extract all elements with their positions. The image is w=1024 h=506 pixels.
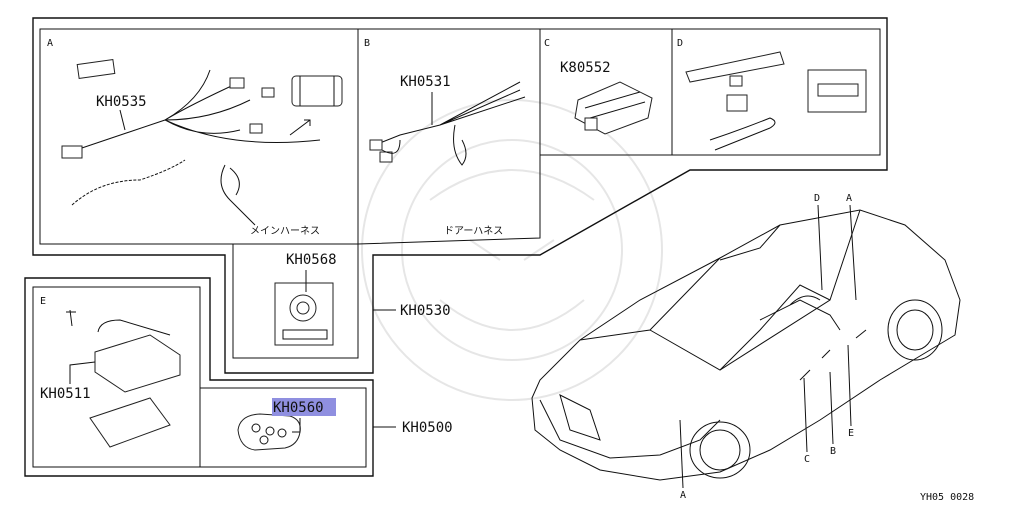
car-label-a-top: A — [846, 193, 852, 204]
watermark — [361, 99, 663, 401]
part-number-kh0511: KH0511 — [40, 386, 91, 402]
leader-car-d — [817, 204, 823, 291]
panel-switch — [232, 243, 359, 359]
car-label-a-bottom: A — [680, 490, 686, 501]
door-harness-caption: ドアーハネス — [444, 225, 503, 237]
part-number-kh0500: KH0500 — [402, 420, 453, 436]
panel-letter-b: B — [364, 38, 370, 49]
car-label-c: C — [804, 454, 810, 465]
panel-e — [32, 286, 201, 468]
panel-a — [39, 28, 359, 245]
remote-key-illustration — [237, 413, 301, 451]
part-number-kh0531: KH0531 — [400, 74, 451, 90]
leader-car-e — [847, 344, 852, 427]
diagram-code: YH05 0028 — [920, 492, 974, 503]
actuator-illustration — [574, 81, 653, 135]
car-label-b: B — [830, 446, 836, 457]
assembly-outline — [32, 17, 888, 374]
panel-letter-e: E — [40, 296, 46, 307]
main-harness-caption: メインハーネス — [250, 225, 320, 237]
car-label-e: E — [848, 428, 854, 439]
part-number-kh0568: KH0568 — [286, 252, 337, 268]
panel-letter-c: C — [544, 38, 550, 49]
leader-car-c — [803, 377, 808, 453]
leader-car-b — [829, 371, 834, 445]
assembly-lower-outline — [24, 277, 374, 477]
control-unit-illustration — [66, 309, 181, 448]
part-number-k80552: K80552 — [560, 60, 611, 76]
leader-kh0560 — [292, 418, 301, 433]
leader-car-a-top — [849, 204, 857, 301]
part-number-kh0535: KH0535 — [96, 94, 147, 110]
car-label-d: D — [814, 193, 820, 204]
leader-kh0535 — [119, 109, 126, 131]
main-harness-illustration — [61, 58, 343, 226]
car-illustration — [531, 209, 961, 481]
part-number-kh0560[interactable]: KH0560 — [273, 400, 324, 416]
door-harness-illustration — [369, 81, 526, 166]
panel-letter-d: D — [677, 38, 683, 49]
leader-kh0511 — [69, 361, 96, 384]
panel-d-illustration — [685, 51, 867, 151]
switch-illustration — [274, 282, 334, 346]
panel-letter-a: A — [47, 38, 53, 49]
leader-car-a-bottom — [679, 419, 684, 489]
panel-b — [357, 28, 541, 245]
highlight-box — [272, 398, 336, 416]
part-number-kh0530: KH0530 — [400, 303, 451, 319]
panel-d — [671, 28, 881, 156]
panel-remote — [199, 387, 367, 468]
